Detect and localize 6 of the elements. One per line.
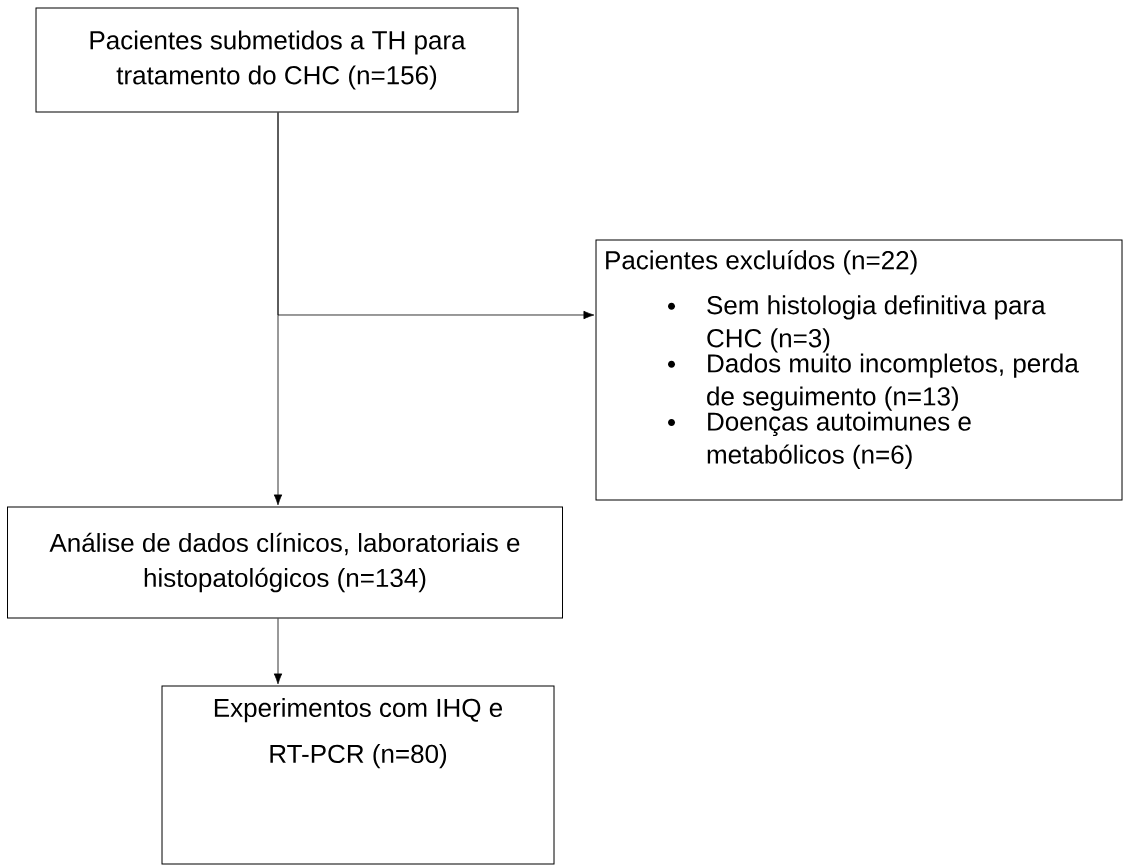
process-box: Análise de dados clínicos, laboratoriais e histopatológicos (n=134) <box>7 506 563 619</box>
arrow <box>277 112 595 320</box>
process-box: Experimentos com IHQ e RT-PCR (n=80) <box>161 685 555 865</box>
arrow <box>273 618 283 685</box>
process-box: Pacientes excluídos (n=22) Sem histologia definitiva para CHC (n=3) Dados muito incompletos, perda de seguimento (n=13) Doenças autoimunes e metabólicos (n=6) <box>595 239 1123 501</box>
process-box: Pacientes submetidos a TH para tratamento do CHC (n=156) <box>35 7 519 113</box>
